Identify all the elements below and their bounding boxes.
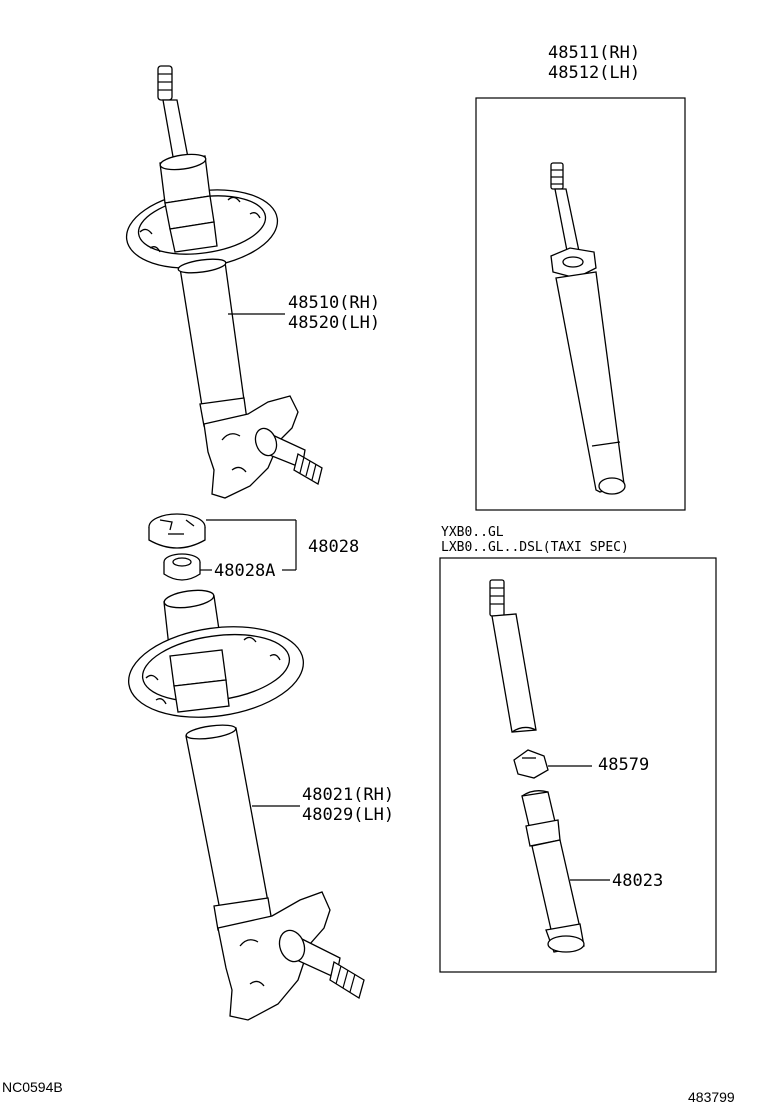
nut-48579 — [513, 749, 549, 779]
label-48510-rh: 48510(RH) — [288, 293, 380, 313]
label-48028: 48028 — [308, 537, 359, 557]
box-note-line1: YXB0..GL — [441, 525, 504, 540]
box-note-line2: LXB0..GL..DSL(TAXI SPEC) — [441, 540, 629, 555]
label-48520-lh: 48520(LH) — [288, 313, 380, 333]
bushing-48028a — [163, 553, 201, 581]
label-48023: 48023 — [612, 871, 663, 891]
label-48512-lh: 48512(LH) — [548, 63, 640, 83]
strut-assembly-upper — [125, 65, 323, 499]
piston-rod-part — [489, 579, 537, 733]
box-taxi-spec — [439, 557, 717, 973]
shock-cartridge-48511 — [550, 162, 626, 495]
cartridge-48023 — [521, 790, 585, 953]
box-cartridge-48511 — [475, 97, 686, 511]
label-48028a: 48028A — [214, 561, 275, 581]
label-48029-lh: 48029(LH) — [302, 805, 394, 825]
footer-right-code: 483799 — [688, 1089, 735, 1105]
label-48511-rh: 48511(RH) — [548, 43, 640, 63]
footer-left-code: NC0594B — [2, 1079, 63, 1095]
bushing-48028 — [148, 513, 206, 549]
label-48579: 48579 — [598, 755, 649, 775]
label-48021-rh: 48021(RH) — [302, 785, 394, 805]
strut-assembly-lower — [127, 589, 365, 1021]
